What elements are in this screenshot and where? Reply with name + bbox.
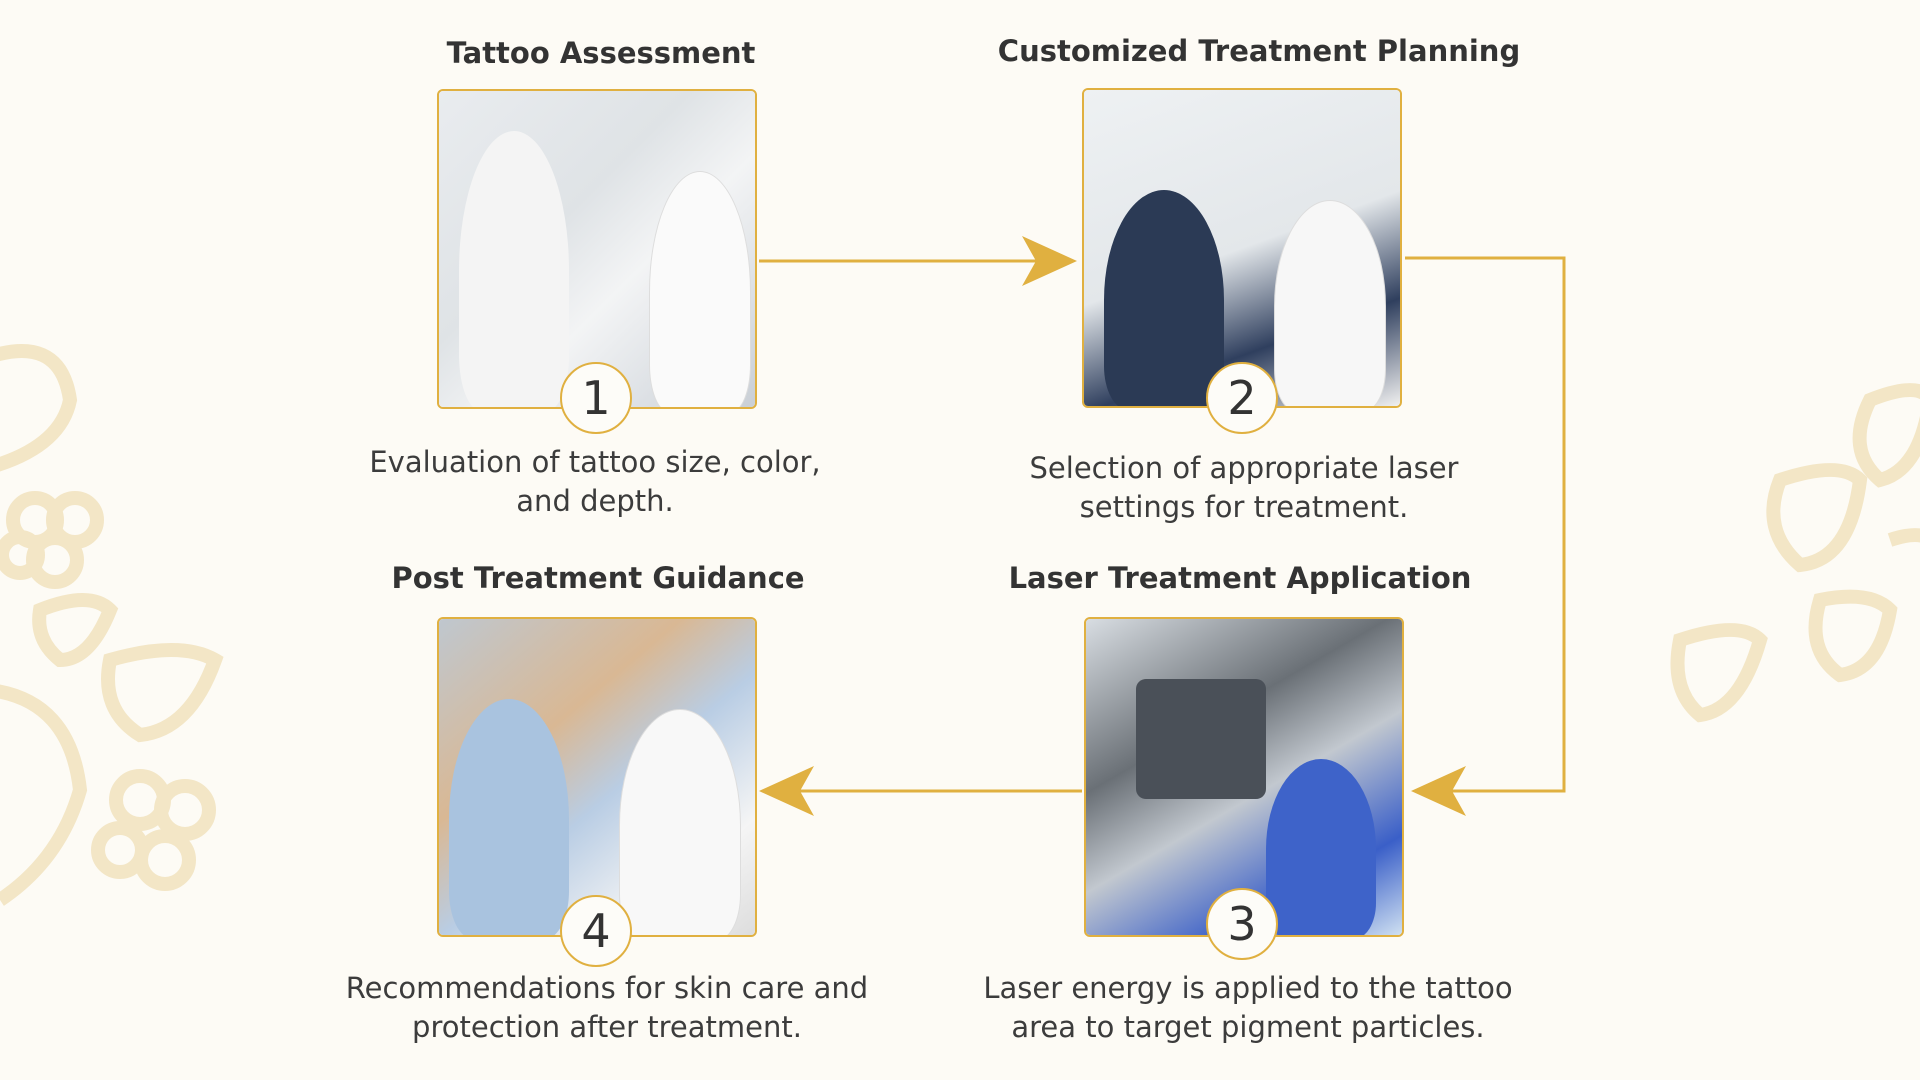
- step-3-title: Laser Treatment Application: [1008, 561, 1472, 595]
- step-3-photo: [1084, 617, 1404, 937]
- step-1-description: Evaluation of tattoo size, color,and dep…: [369, 445, 821, 518]
- step-1-number-badge: 1: [560, 362, 632, 434]
- step-4-number-badge: 4: [560, 895, 632, 967]
- step-1-title: Tattoo Assessment: [446, 36, 756, 70]
- arrowhead-right: [1022, 236, 1077, 286]
- step-3-number-badge: 3: [1206, 888, 1278, 960]
- step-2-number-badge: 2: [1206, 362, 1278, 434]
- step-4-title: Post Treatment Guidance: [391, 561, 805, 595]
- step-2-title: Customized Treatment Planning: [997, 34, 1521, 68]
- arrowhead-left: [759, 766, 814, 816]
- step-1-photo: [437, 89, 757, 409]
- arrow-2-to-3: [1405, 256, 1566, 793]
- arrowhead-left: [1411, 766, 1466, 816]
- step-2-photo: [1082, 88, 1402, 408]
- step-4-photo: [437, 617, 757, 937]
